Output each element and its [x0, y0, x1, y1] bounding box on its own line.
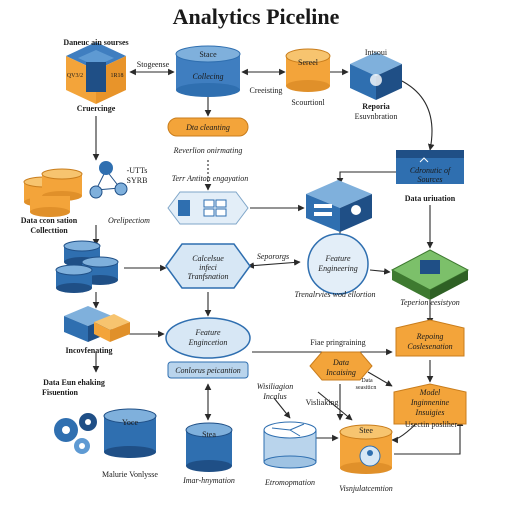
data-cleaning-label: Dta cleanting [186, 123, 230, 132]
feature-engi-label-2: Engincetion [188, 338, 228, 347]
stace-top-label: Stace [199, 50, 217, 59]
feature-eng-top-label-1: Feature [325, 254, 351, 263]
model-label-3: Insuigies [415, 408, 445, 417]
arrow-datainc-model [367, 371, 393, 387]
transformation-hexagon [167, 191, 249, 225]
reporia-label: Reporia [362, 102, 390, 111]
feature-eng-top-label-2: Engineering [318, 264, 358, 273]
creesting-label: Creeisting [249, 86, 283, 95]
etromopmation-label: Etromopmation [265, 478, 315, 487]
conlorus-box [167, 361, 249, 379]
node-graph-icon [89, 161, 128, 199]
repoing-label-2: Coslesenation [407, 342, 453, 351]
sereel-top-label: Sereel [298, 58, 318, 67]
malurie-label: Malurie Vonlysse [102, 470, 158, 479]
storage-database-stack-icon [55, 240, 119, 293]
arrow-intsoui-cdronuite [399, 79, 435, 151]
model-label-2: Inginnenine [410, 398, 450, 407]
model-pentagon [393, 383, 467, 425]
revertion-label: Reverlion onirmating [173, 146, 243, 155]
repoing-label-1: Repoing [416, 332, 444, 341]
model-label-1: Model [419, 388, 441, 397]
cdronuite-label-1: Cdronutic of [409, 166, 451, 175]
stee-database-icon [339, 424, 393, 474]
calcelsue-label-1: Calcelsue [192, 254, 224, 263]
utts-label: -UTTs [126, 166, 148, 175]
intsoui-label: Intsoui [364, 48, 388, 57]
data-incaising-label-2: Incaising [326, 368, 356, 377]
data-incaising-label-1: Data [333, 358, 349, 367]
page-title: Analytics Piceline [172, 4, 340, 29]
visliaking-label: Visliaking [305, 398, 339, 407]
visnjulatcemtion-label: Visnjulatcemtion [339, 484, 393, 493]
etromopmation-disk-icon [263, 421, 317, 469]
collection-database-stack-icon [23, 168, 83, 217]
feature-engineering-ellipse [165, 317, 251, 359]
data-collection-label-2: Collecttion [30, 226, 68, 235]
server-cube-icon [306, 180, 372, 232]
scourtionl-label: Scourtionl [291, 98, 325, 107]
teperion-label: Teperion eesistyon [400, 298, 460, 307]
arrow-stee-right [394, 419, 464, 455]
calcelsue-hexagon [165, 243, 251, 289]
sepororgs-label: Sepororgs [256, 252, 290, 261]
yoce-database-icon [103, 408, 157, 458]
data-eun-label-2: Fisuention [41, 388, 78, 397]
stea-label: Stea [202, 430, 216, 439]
sereel-database-icon [285, 48, 331, 92]
arrow-wisil-etromo [273, 397, 291, 419]
intsoui-cube-icon [350, 52, 402, 100]
syrb-label: SYRB [126, 176, 148, 185]
feature-engi-label-1: Feature [195, 328, 221, 337]
arrow-cdronuite-server [336, 171, 412, 185]
yoce-label: Yoce [121, 418, 139, 427]
sources-label: Daneuc ain sourses [63, 38, 129, 47]
arrow-calcelsue-feature [247, 259, 301, 269]
data-uriuation-label: Data uriuation [404, 194, 456, 203]
conlorus-label: Conlorus peicantion [175, 366, 241, 375]
cdronuite-label-2: Sources [417, 175, 443, 184]
terr-antion-label: Terr Antiton engayation [171, 174, 249, 183]
stea-database-icon [185, 422, 233, 472]
calcelsue-label-3: Tranfsnation [187, 272, 229, 281]
orelipectiom-label: Orelipectiom [108, 216, 150, 225]
stace-database-icon [175, 45, 241, 97]
data-incaising-hexagon [309, 351, 373, 381]
data-eun-label-1: Data Eun ehaking [43, 378, 105, 387]
fiae-pringraining-label: Fiae pringraining [310, 338, 366, 347]
calcelsue-label-2: infeci [199, 263, 217, 272]
sources-cube-left-label: QV3/2 [66, 73, 84, 79]
imar-label: Imar-hnymation [183, 476, 235, 485]
arrow-feature-teperion [369, 268, 391, 275]
sources-sub-label: Cruercinge [76, 104, 116, 113]
stee-label: Stee [359, 426, 373, 435]
repoing-pentagon [395, 319, 465, 357]
green-module-icon [390, 249, 470, 300]
wisiliagion-label-2: Incalus [263, 392, 287, 401]
sources-cube-icon [66, 42, 126, 104]
data-cleaning-pill [167, 117, 249, 137]
feature-engineering-circle [307, 233, 369, 295]
data-collection-label-1: Data ccon sation [20, 216, 78, 225]
arrow-visliaking-stee [317, 391, 353, 421]
sources-panel-icon [396, 150, 464, 184]
esuvnbration-label: Esuvnbration [354, 112, 398, 121]
data-seasiticn-label-2: seasiticn [355, 385, 377, 391]
incovfenating-cubes-icon [64, 306, 130, 342]
stace-mid-label: Collecing [192, 72, 224, 81]
gears-icon [54, 413, 97, 454]
sources-cube-right-label: 1R18 [110, 73, 124, 79]
incovfenating-label: Incovfenating [65, 346, 113, 355]
trenalrvies-label: Trenalrvies wod ellortion [294, 290, 376, 299]
storage-arrow-label: Stogeense [136, 60, 170, 69]
data-seasiticn-label-1: Data [361, 378, 373, 384]
usectin-label: Usectin posliher [404, 420, 458, 429]
wisiliagion-label-1: Wisiliagion [256, 382, 294, 391]
